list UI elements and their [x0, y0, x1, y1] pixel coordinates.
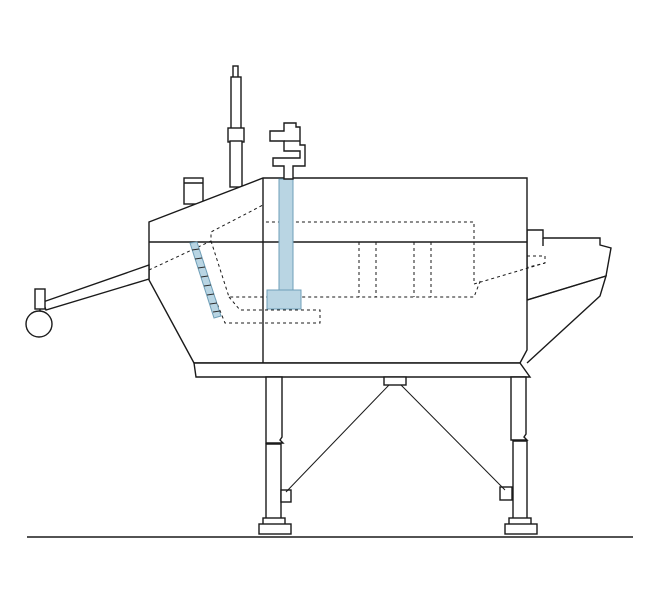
top-clamp-fitting: [269, 122, 306, 180]
highlighted-ladder: [189, 241, 222, 319]
cross-brace-cables: [285, 376, 506, 493]
roller-wheel: [25, 310, 53, 338]
right-support-leg: [499, 376, 538, 535]
hidden-interior-outline: [148, 204, 546, 324]
chimney-stack: [183, 177, 204, 205]
highlighted-vertical-shaft: [266, 178, 302, 310]
antenna-mast: [227, 65, 245, 188]
front-arm-roller: [25, 264, 150, 338]
hull-body: [148, 177, 608, 378]
left-support-leg: [258, 376, 292, 535]
pulley-block: [383, 376, 407, 386]
